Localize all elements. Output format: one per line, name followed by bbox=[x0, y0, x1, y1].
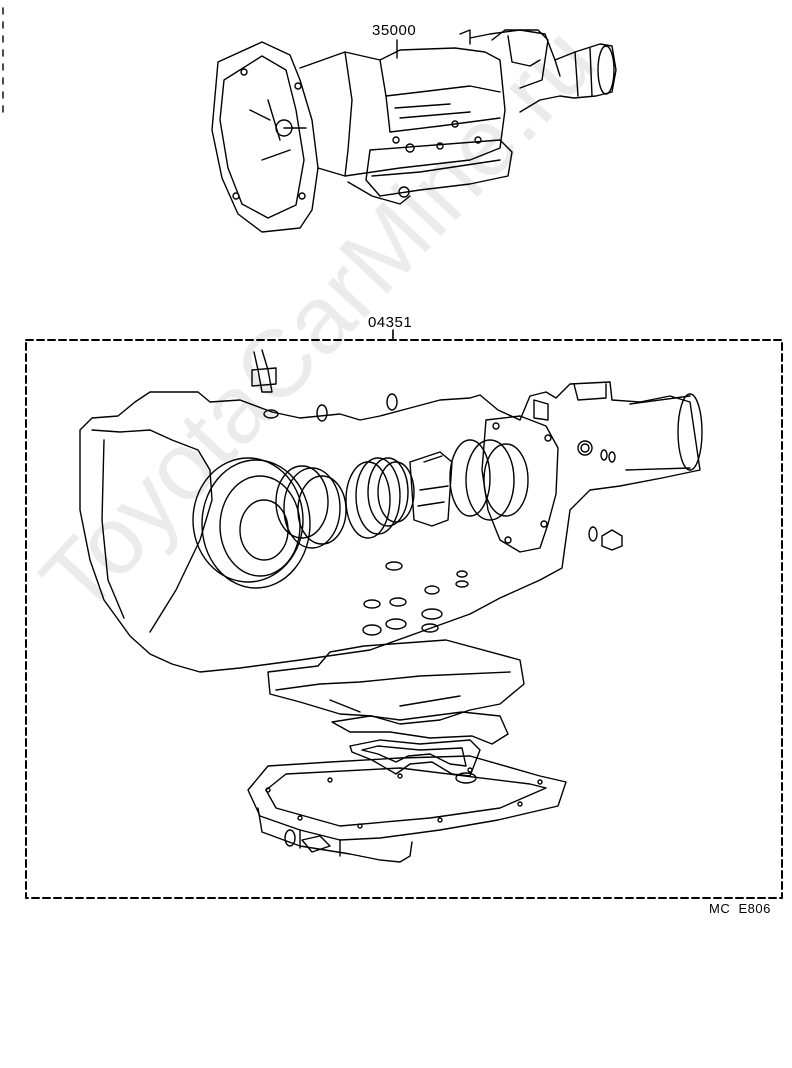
kit-frame bbox=[25, 339, 783, 899]
figure-code: MC E806 bbox=[709, 901, 771, 916]
transmission-assembly-illustration bbox=[211, 29, 617, 233]
part-number-35000: 35000 bbox=[372, 22, 417, 39]
kit-exploded-view-illustration bbox=[79, 349, 703, 863]
part-number-04351: 04351 bbox=[368, 314, 413, 331]
